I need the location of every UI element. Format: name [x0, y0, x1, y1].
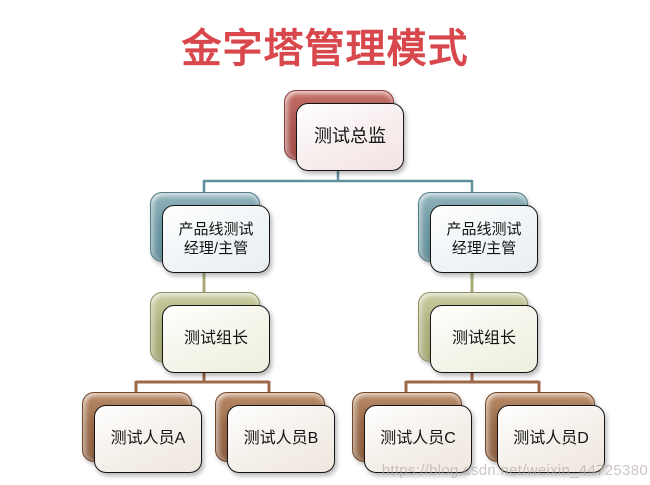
- node-tester-c: 测试人员C: [352, 392, 472, 473]
- node-label: 测试人员C: [380, 429, 456, 447]
- page-title: 金字塔管理模式: [181, 27, 469, 71]
- node-product-line-manager-right: 产品线测试 经理/主管: [418, 192, 538, 273]
- node-label: 测试人员A: [110, 429, 186, 447]
- node-test-director: 测试总监: [284, 90, 404, 171]
- node-label: 产品线测试 经理/主管: [446, 220, 522, 258]
- node-label: 测试组长: [451, 329, 516, 347]
- node-label: 测试总监: [314, 126, 386, 147]
- csdn-watermark: https://blog.csdn.net/weixin_44725380: [381, 462, 648, 479]
- node-label: 测试组长: [183, 329, 248, 347]
- node-front-shape: 测试人员B: [227, 405, 335, 473]
- node-test-team-leader-left: 测试组长: [150, 292, 270, 373]
- node-label: 产品线测试 经理/主管: [178, 220, 254, 258]
- node-label: 测试人员D: [513, 429, 589, 447]
- node-tester-b: 测试人员B: [215, 392, 335, 473]
- node-front-shape: 测试人员C: [364, 405, 472, 473]
- node-front-shape: 测试组长: [430, 305, 538, 373]
- node-product-line-manager-left: 产品线测试 经理/主管: [150, 192, 270, 273]
- node-tester-a: 测试人员A: [82, 392, 202, 473]
- node-front-shape: 测试总监: [296, 103, 404, 171]
- node-tester-d: 测试人员D: [485, 392, 605, 473]
- node-front-shape: 产品线测试 经理/主管: [162, 205, 270, 273]
- node-front-shape: 产品线测试 经理/主管: [430, 205, 538, 273]
- node-front-shape: 测试组长: [162, 305, 270, 373]
- connector-leaders-to-staff: [134, 372, 541, 394]
- node-label: 测试人员B: [243, 429, 319, 447]
- connector-director-to-managers: [202, 170, 474, 194]
- node-front-shape: 测试人员A: [94, 405, 202, 473]
- node-test-team-leader-right: 测试组长: [418, 292, 538, 373]
- node-front-shape: 测试人员D: [497, 405, 605, 473]
- connector-managers-to-leaders: [202, 272, 474, 294]
